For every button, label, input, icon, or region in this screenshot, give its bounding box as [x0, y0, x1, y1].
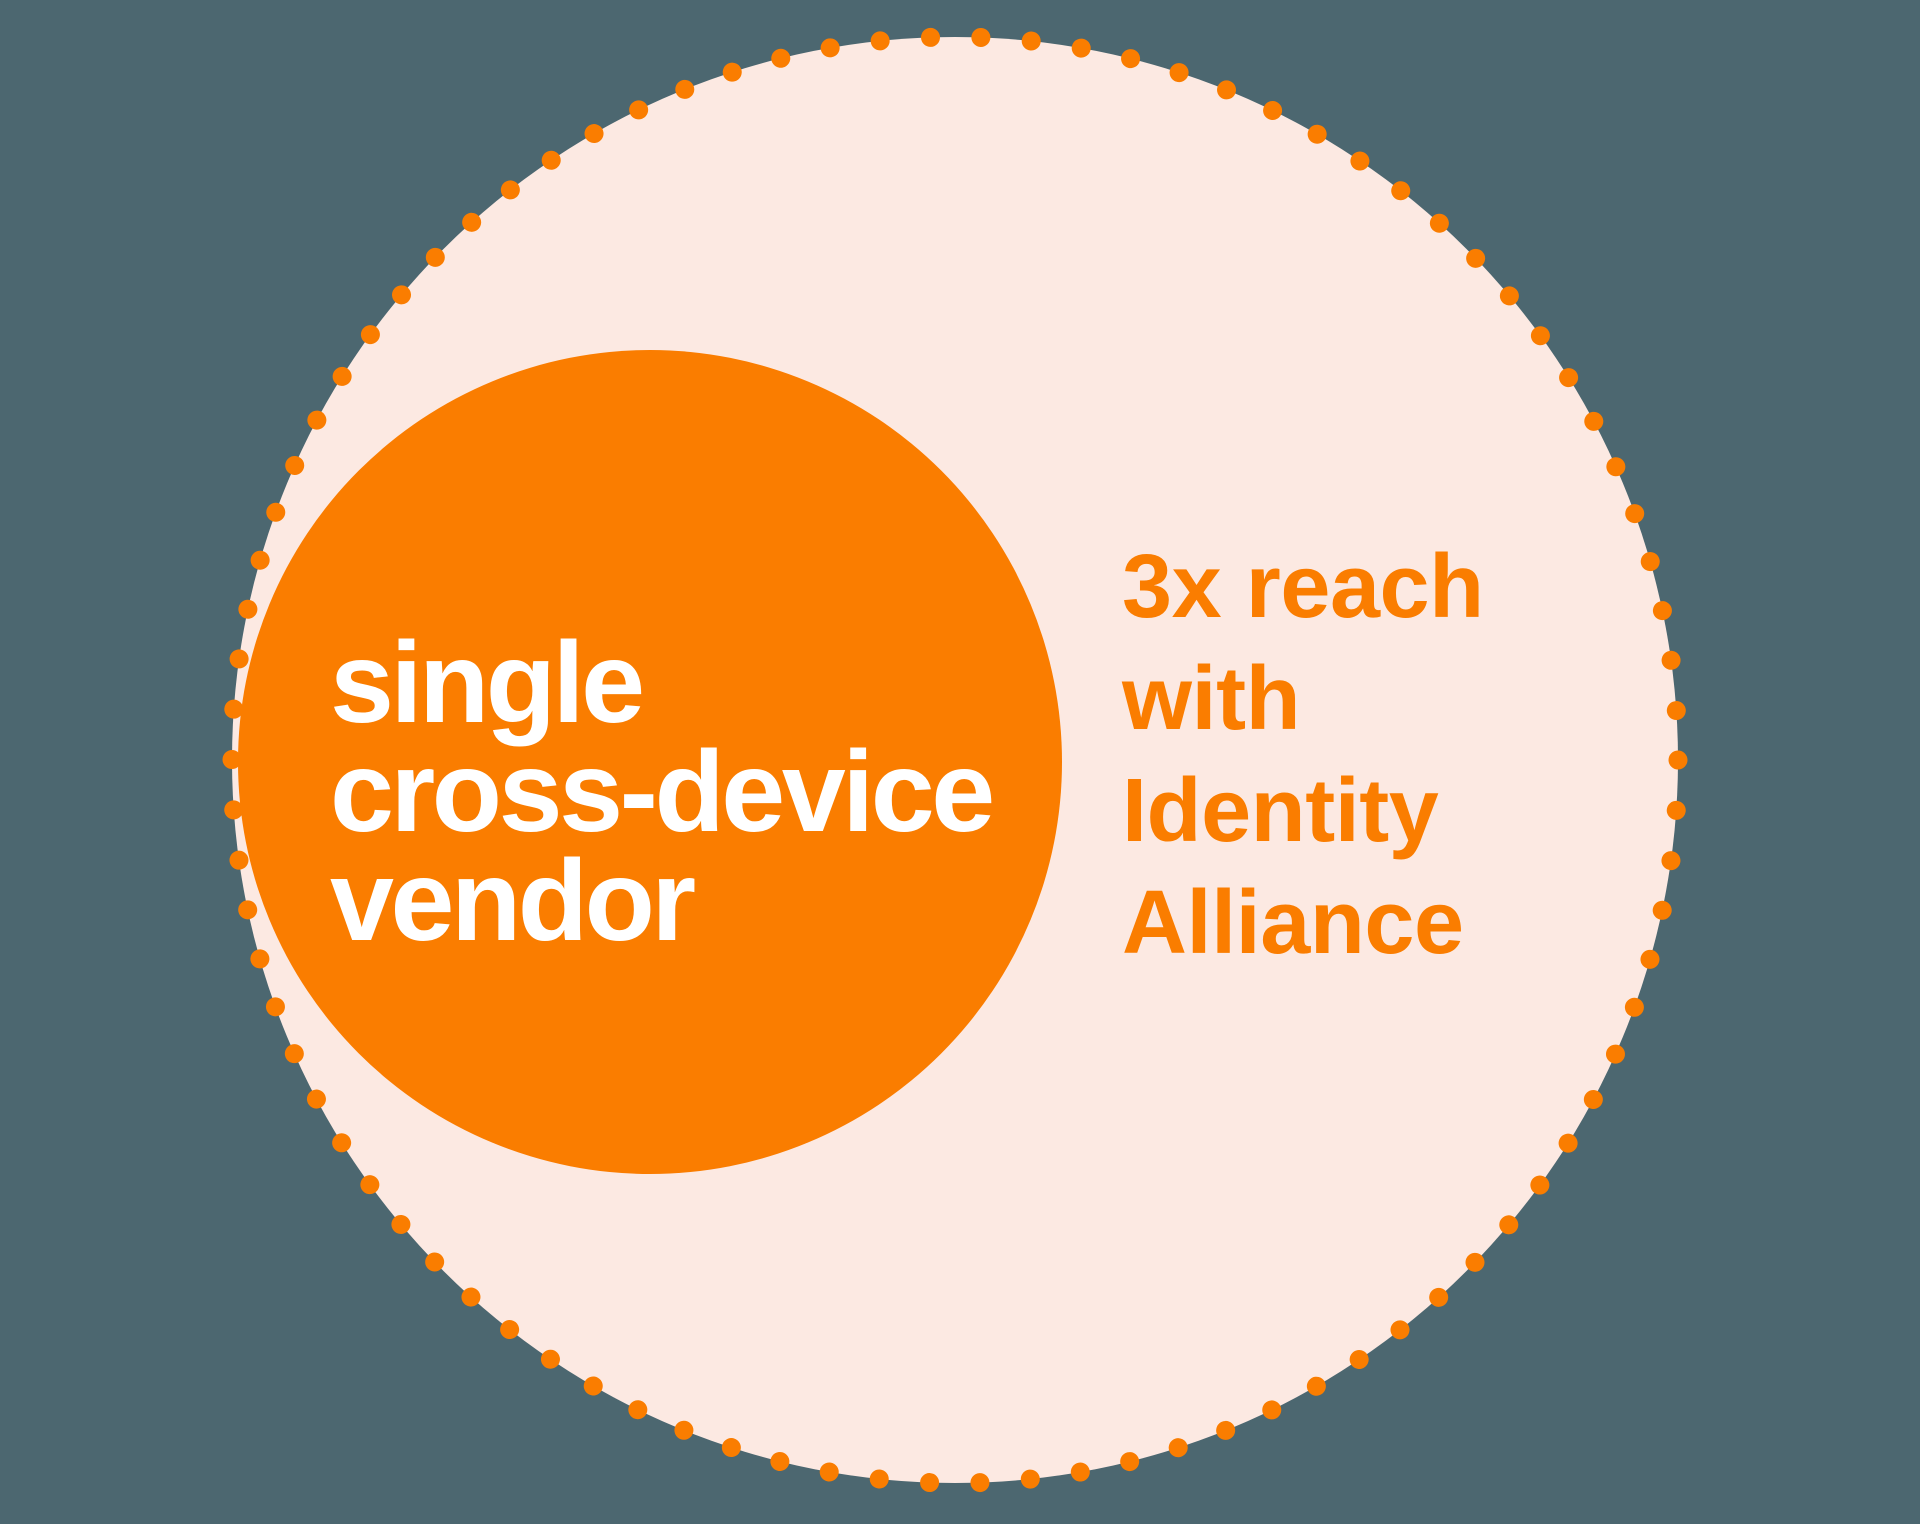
inner-label-line-1: single [330, 619, 645, 747]
inner-label-line-2: cross-device [330, 728, 995, 856]
outer-circle-label: 3x reach with Identity Alliance [1122, 531, 1484, 979]
outer-label-line-4: Alliance [1122, 873, 1464, 973]
outer-label-line-1: 3x reach [1122, 537, 1484, 637]
inner-circle-label: single cross-device vendor [330, 619, 995, 965]
inner-circle [238, 350, 1062, 1174]
outer-circle-dotted-border [222, 27, 1688, 1493]
outer-label-line-2: with [1122, 649, 1301, 749]
inner-label-line-3: vendor [330, 837, 696, 965]
outer-label-line-3: Identity [1122, 761, 1439, 861]
